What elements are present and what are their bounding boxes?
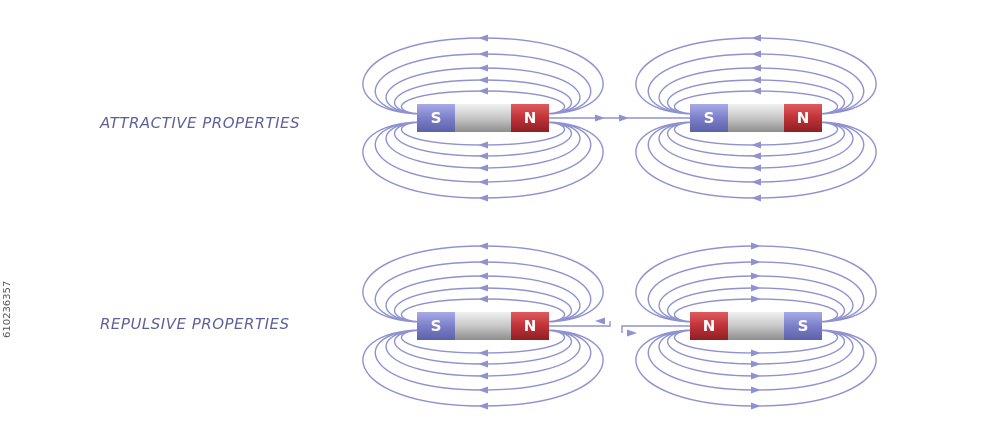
field-arrow-bottom: [478, 178, 488, 186]
field-line-top: [362, 245, 604, 323]
magnet-right-pole: [511, 312, 549, 340]
magnet-right-pole: [511, 104, 549, 132]
field-arrow-top: [751, 295, 761, 303]
field-arrow-top: [751, 87, 761, 95]
field-arrow-top: [751, 64, 761, 72]
field-arrow-bottom: [478, 164, 488, 172]
field-lines: [362, 34, 877, 410]
magnet-left-pole: [417, 312, 455, 340]
field-arrow-top: [478, 76, 488, 84]
field-arrow-top: [478, 34, 488, 42]
field-arrow-top: [478, 242, 488, 250]
magnet-field: [362, 242, 604, 410]
field-arrow-top: [478, 272, 488, 280]
field-arrow-bottom: [478, 141, 488, 149]
field-line-bottom: [635, 121, 877, 199]
field-arrow-bottom: [478, 372, 488, 380]
magnet-right-pole: [784, 104, 822, 132]
field-arrow-bottom: [751, 360, 761, 368]
attract-arrow-2: [619, 114, 629, 122]
field-arrow-top: [478, 295, 488, 303]
field-line-top: [635, 37, 877, 115]
field-arrow-bottom: [751, 152, 761, 160]
field-arrow-bottom: [751, 141, 761, 149]
repulsive-properties-label: REPULSIVE PROPERTIES: [100, 315, 290, 333]
repel-arrow-right: [627, 329, 637, 337]
pole-label-right: N: [797, 109, 810, 127]
magnet-left-pole: [417, 104, 455, 132]
field-arrow-top: [478, 284, 488, 292]
field-line-top: [362, 37, 604, 115]
magnet-field: [635, 242, 877, 410]
field-arrow-bottom: [478, 194, 488, 202]
pole-label-right: N: [524, 317, 537, 335]
field-line-top: [635, 245, 877, 323]
pole-label-left: S: [704, 109, 715, 127]
repel-connector-left: [549, 321, 611, 327]
field-arrow-bottom: [478, 360, 488, 368]
field-arrow-bottom: [751, 164, 761, 172]
field-arrow-bottom: [751, 372, 761, 380]
field-arrow-top: [751, 272, 761, 280]
attract-arrow-1: [595, 114, 605, 122]
field-arrow-top: [751, 284, 761, 292]
field-arrow-top: [478, 87, 488, 95]
field-arrow-top: [478, 258, 488, 266]
field-arrow-bottom: [751, 386, 761, 394]
field-arrow-bottom: [751, 178, 761, 186]
field-arrow-bottom: [478, 402, 488, 410]
field-arrow-bottom: [751, 194, 761, 202]
pole-label-right: S: [798, 317, 809, 335]
field-arrow-top: [478, 50, 488, 58]
field-arrow-top: [751, 50, 761, 58]
magnet-field: [362, 34, 604, 202]
field-arrow-top: [751, 76, 761, 84]
magnet-left-pole: [690, 104, 728, 132]
pole-label-right: N: [524, 109, 537, 127]
field-arrow-top: [478, 64, 488, 72]
field-line-bottom: [635, 329, 877, 407]
field-line-bottom: [362, 121, 604, 199]
field-arrow-bottom: [478, 386, 488, 394]
field-arrow-top: [751, 242, 761, 250]
field-arrow-bottom: [478, 349, 488, 357]
field-arrow-bottom: [751, 349, 761, 357]
field-line-bottom: [362, 329, 604, 407]
pole-label-left: N: [703, 317, 716, 335]
magnet-right-pole: [784, 312, 822, 340]
field-arrow-bottom: [751, 402, 761, 410]
field-arrow-bottom: [478, 152, 488, 160]
field-arrow-top: [751, 258, 761, 266]
magnet-field: [635, 34, 877, 202]
repel-connector-right: [621, 325, 690, 333]
pole-label-left: S: [431, 109, 442, 127]
magnet-left-pole: [690, 312, 728, 340]
field-arrow-top: [751, 34, 761, 42]
attractive-properties-label: ATTRACTIVE PROPERTIES: [100, 114, 301, 132]
pole-label-left: S: [431, 317, 442, 335]
repel-arrow-left: [595, 317, 605, 325]
